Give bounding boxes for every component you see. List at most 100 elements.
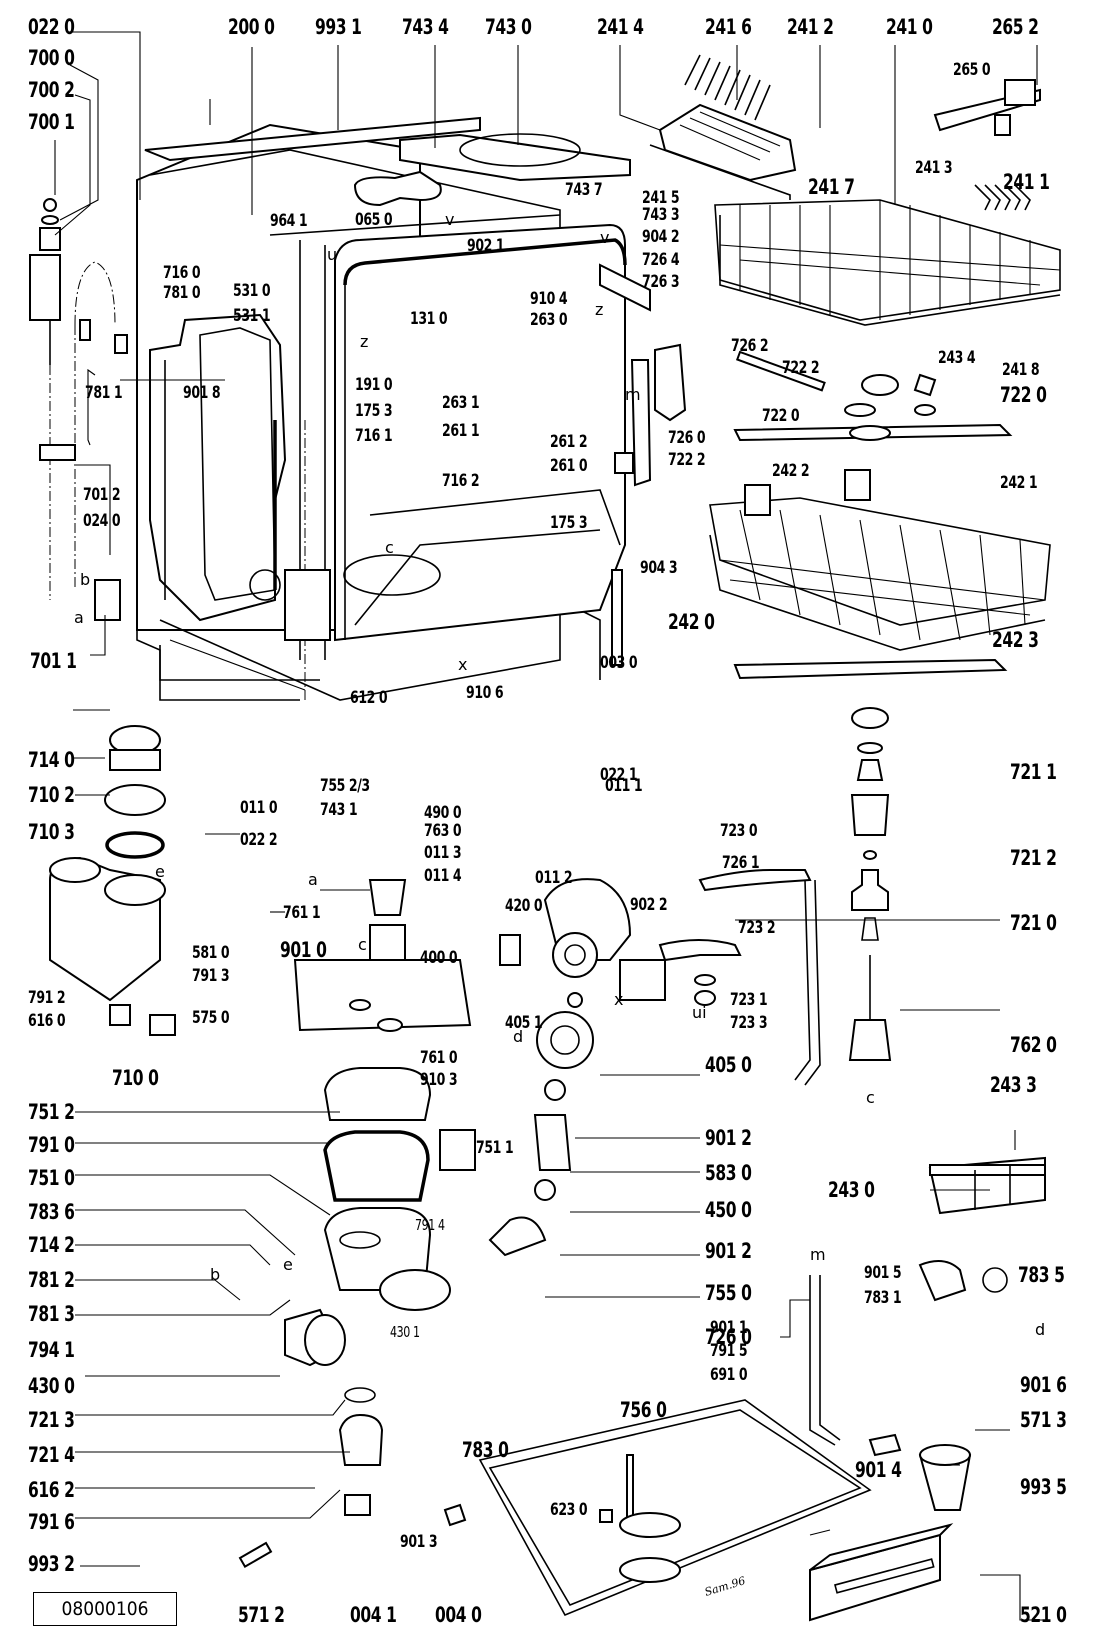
part-label-710-0: 710 0 (112, 1066, 159, 1090)
document-number: 08000106 (33, 1592, 177, 1626)
cup-shelf (649, 54, 797, 200)
part-label-993-1: 993 1 (315, 15, 362, 39)
part-label-701-2: 701 2 (83, 485, 121, 505)
part-label-022-2: 022 2 (240, 830, 278, 850)
part-label-794-1: 794 1 (28, 1338, 75, 1362)
part-label-571-2: 571 2 (238, 1603, 285, 1627)
part-label-175-3a: 175 3 (355, 401, 393, 421)
part-label-714-0: 714 0 (28, 748, 75, 772)
part-label-726-4: 726 4 (642, 250, 680, 270)
top-panel (144, 116, 651, 312)
part-label-761-0: 761 0 (420, 1048, 458, 1068)
part-label-783-5: 783 5 (1018, 1263, 1065, 1287)
part-label-263-1: 263 1 (442, 393, 480, 413)
part-label-781-0: 781 0 (163, 283, 201, 303)
part-label-901-6: 901 6 (1020, 1373, 1067, 1397)
tub (334, 223, 627, 642)
lower-rack (709, 469, 1051, 651)
part-label-583-0: 583 0 (705, 1161, 752, 1185)
part-label-616-2: 616 2 (28, 1478, 75, 1502)
part-label-490-0: 490 0 (424, 803, 462, 823)
part-label-783-0: 783 0 (462, 1438, 509, 1462)
connector-letter-b: b (80, 570, 91, 589)
part-label-623-0: 623 0 (550, 1500, 588, 1520)
motor-pump-assembly (488, 878, 666, 1257)
water-inlet-assembly (29, 198, 128, 621)
water-softener (49, 725, 176, 1036)
part-label-616-0: 616 0 (28, 1011, 66, 1031)
connector-letter-d: d (513, 1027, 524, 1046)
part-label-901-3: 901 3 (400, 1532, 438, 1552)
part-label-265-0: 265 0 (953, 60, 991, 80)
part-label-722-0b: 722 0 (762, 406, 800, 426)
part-label-726-1: 726 1 (722, 853, 760, 873)
part-label-700-0: 700 0 (28, 46, 75, 70)
part-label-430-1: 430 1 (390, 1323, 420, 1341)
part-label-405-0: 405 0 (705, 1053, 752, 1077)
control-panel (809, 1523, 954, 1622)
connector-letter-b2: b (210, 1265, 221, 1284)
part-label-022-0: 022 0 (28, 15, 75, 39)
part-label-901-2a: 901 2 (705, 1126, 752, 1150)
connector-letter-v2: v (600, 228, 610, 247)
connector-letter-c: c (385, 538, 394, 557)
part-label-755-23: 755 2/3 (320, 776, 370, 796)
part-label-241-2: 241 2 (787, 15, 834, 39)
part-label-265-2: 265 2 (992, 15, 1039, 39)
part-label-783-6: 783 6 (28, 1200, 75, 1224)
part-label-242-2: 242 2 (772, 461, 810, 481)
part-label-191-0: 191 0 (355, 375, 393, 395)
part-label-241-5: 241 5 (642, 188, 680, 208)
part-label-242-1: 242 1 (1000, 473, 1038, 493)
part-label-743-4: 743 4 (402, 15, 449, 39)
part-label-241-6: 241 6 (705, 15, 752, 39)
part-label-243-0: 243 0 (828, 1178, 875, 1202)
part-label-743-7: 743 7 (565, 180, 603, 200)
part-label-710-3: 710 3 (28, 820, 75, 844)
part-label-612-0: 612 0 (350, 688, 388, 708)
connector-letter-e: e (155, 862, 165, 881)
part-label-781-1: 781 1 (85, 383, 123, 403)
part-label-716-1: 716 1 (355, 426, 393, 446)
part-label-722-2b: 722 2 (668, 450, 706, 470)
part-label-723-2: 723 2 (738, 918, 776, 938)
part-label-450-0: 450 0 (705, 1198, 752, 1222)
connector-letter-v: v (445, 210, 455, 229)
part-label-261-2: 261 2 (550, 432, 588, 452)
part-label-722-0a: 722 0 (1000, 383, 1047, 407)
rail-bracket (933, 79, 1041, 136)
part-label-902-2: 902 2 (630, 895, 668, 915)
part-label-723-3: 723 3 (730, 1013, 768, 1033)
part-label-003-0: 003 0 (600, 653, 638, 673)
part-label-716-0: 716 0 (163, 263, 201, 283)
part-label-901-0: 901 0 (280, 938, 327, 962)
part-label-901-4: 901 4 (855, 1458, 902, 1482)
part-label-721-1: 721 1 (1010, 760, 1057, 784)
part-label-011-2: 011 2 (535, 868, 573, 888)
door-panel (149, 313, 331, 700)
connector-letter-a2: a (308, 870, 318, 889)
part-label-751-1: 751 1 (476, 1138, 514, 1158)
connector-letter-u: u (327, 245, 338, 264)
part-label-175-3b: 175 3 (550, 513, 588, 533)
part-label-781-2: 781 2 (28, 1268, 75, 1292)
part-label-761-1: 761 1 (283, 903, 321, 923)
part-label-791-3: 791 3 (192, 966, 230, 986)
part-label-910-6: 910 6 (466, 683, 504, 703)
part-label-726-3: 726 3 (642, 272, 680, 292)
part-label-781-3: 781 3 (28, 1302, 75, 1326)
part-label-762-0: 762 0 (1010, 1033, 1057, 1057)
upper-spray-arm (733, 350, 1013, 442)
connector-letter-c3: c (866, 1088, 875, 1107)
part-label-263-0: 263 0 (530, 310, 568, 330)
part-label-743-3: 743 3 (642, 205, 680, 225)
part-label-716-2: 716 2 (442, 471, 480, 491)
part-label-700-1: 700 1 (28, 110, 75, 134)
part-label-241-1: 241 1 (1003, 170, 1050, 194)
part-label-791-4: 791 4 (415, 1216, 445, 1234)
part-label-004-0: 004 0 (435, 1603, 482, 1627)
part-label-011-0: 011 0 (240, 798, 278, 818)
part-label-200-0: 200 0 (228, 15, 275, 39)
connector-letter-z2: z (595, 300, 604, 319)
